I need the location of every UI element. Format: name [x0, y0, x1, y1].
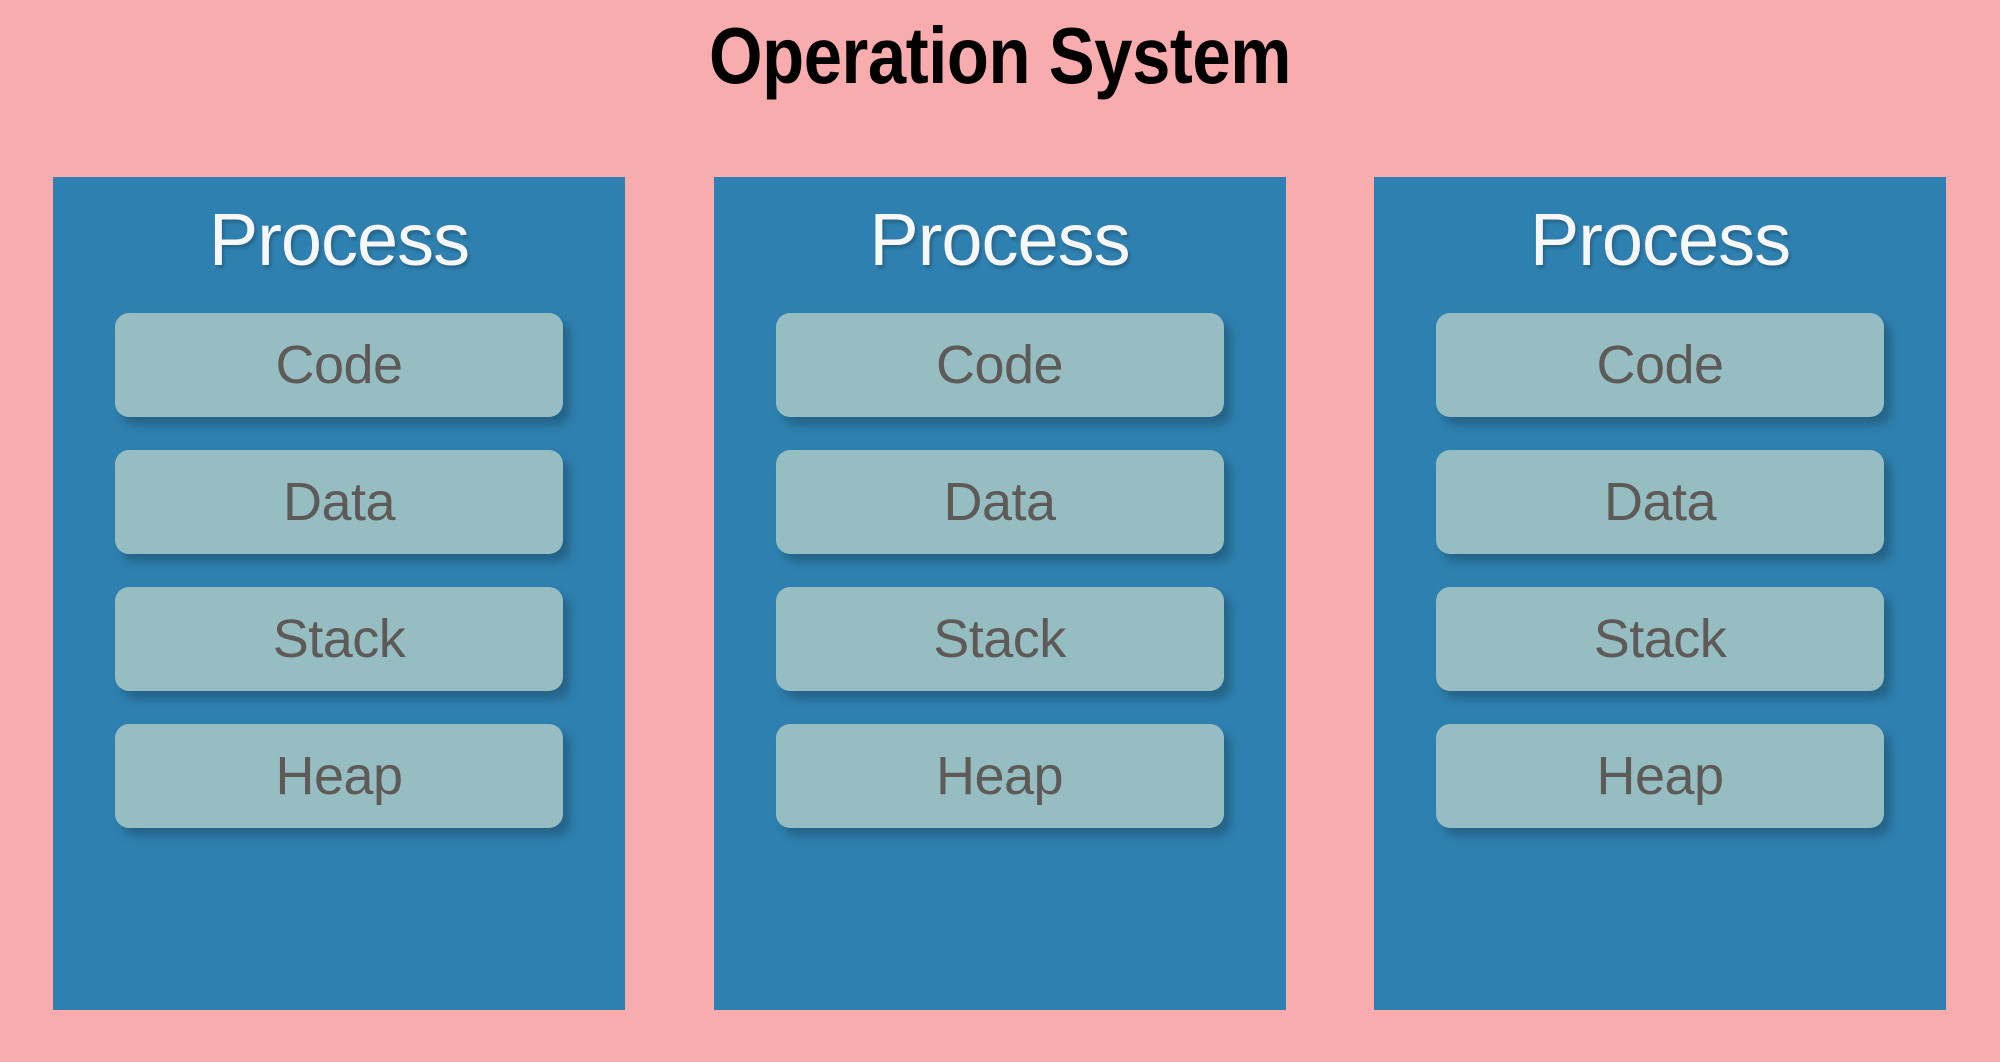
segment-stack-1[interactable]: Stack [115, 587, 563, 691]
process-title-3: Process [1529, 198, 1791, 281]
segment-heap-1[interactable]: Heap [115, 724, 563, 828]
process-list: Process Code Data Stack Heap Process Cod… [53, 177, 1946, 1010]
segment-stack-2[interactable]: Stack [775, 587, 1224, 691]
segment-data-1[interactable]: Data [115, 450, 563, 554]
segment-code-2[interactable]: Code [775, 313, 1224, 417]
process-card-2[interactable]: Process Code Data Stack Heap [713, 177, 1286, 1010]
segment-code-3[interactable]: Code [1436, 313, 1884, 417]
segment-data-3[interactable]: Data [1436, 450, 1884, 554]
process-segments-3: Code Data Stack Heap [1374, 277, 1946, 1010]
process-segments-2: Code Data Stack Heap [714, 277, 1286, 1010]
segment-stack-3[interactable]: Stack [1436, 587, 1884, 691]
segment-heap-3[interactable]: Heap [1436, 724, 1884, 828]
segment-data-2[interactable]: Data [775, 450, 1224, 554]
process-segments-1: Code Data Stack Heap [53, 277, 625, 1010]
segment-code-1[interactable]: Code [115, 313, 563, 417]
process-card-3[interactable]: Process Code Data Stack Heap [1374, 177, 1946, 1010]
page-title: Operation System [709, 11, 1291, 100]
process-title-1: Process [208, 198, 470, 281]
process-card-1[interactable]: Process Code Data Stack Heap [53, 177, 625, 1010]
process-title-2: Process [869, 198, 1130, 281]
segment-heap-2[interactable]: Heap [775, 724, 1224, 828]
